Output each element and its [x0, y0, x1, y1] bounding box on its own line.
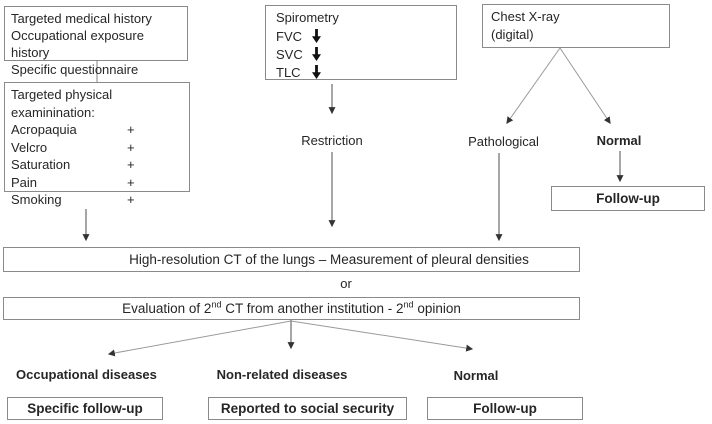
superscript-nd: nd	[403, 299, 414, 310]
exam-item-label: Pain	[11, 174, 38, 190]
non-related-diseases-label: Non-related diseases	[216, 367, 348, 382]
hrct-box: High-resolution CT of the lungs – Measur…	[3, 247, 580, 272]
second-opinion-box: Evaluation of 2nd CT from another instit…	[3, 297, 580, 320]
plus-sign: +	[127, 139, 135, 155]
history-line: Occupational exposure history	[11, 28, 144, 60]
specific-followup-text: Specific follow-up	[27, 401, 143, 416]
spirometry-box: Spirometry FVC SVC TLC	[265, 5, 457, 80]
followup-final-box: Follow-up	[427, 397, 583, 420]
normal-final-label: Normal	[453, 368, 499, 383]
medical-history-box: Targeted medical history Occupational ex…	[4, 6, 188, 77]
history-line: Targeted medical history	[11, 11, 152, 26]
second-opinion-part: opinion	[413, 301, 461, 316]
pathological-label: Pathological	[468, 134, 539, 149]
second-opinion-text: Evaluation of 2nd CT from another instit…	[122, 300, 461, 317]
normal-xray-label: Normal	[596, 133, 642, 148]
hrct-text: High-resolution CT of the lungs – Measur…	[129, 252, 529, 267]
exam-item-saturation: Saturation +	[11, 156, 183, 174]
exam-item-label: Saturation	[11, 157, 71, 172]
chest-xray-line: Chest X-ray	[491, 9, 560, 24]
arrow-ct-to-occupational	[107, 320, 292, 357]
spirometry-item-label: FVC	[276, 28, 302, 44]
restriction-label: Restriction	[301, 133, 363, 148]
exam-item-label: Smoking	[11, 192, 62, 207]
exam-item-label: Acropaquia	[11, 122, 77, 137]
spirometry-title: Spirometry	[276, 10, 339, 25]
spirometry-item-label: SVC	[276, 46, 303, 62]
reported-text: Reported to social security	[220, 401, 395, 416]
superscript-nd: nd	[211, 299, 222, 310]
spirometry-item-label: TLC	[276, 64, 301, 80]
plus-sign: +	[127, 174, 135, 190]
followup-final-text: Follow-up	[473, 401, 537, 416]
followup-xray-text: Follow-up	[596, 191, 660, 206]
chest-xray-line: (digital)	[491, 27, 534, 42]
arrow-ct-to-normal	[290, 320, 474, 352]
history-line: Specific questionnaire	[11, 62, 139, 77]
down-arrow-icon	[312, 29, 321, 43]
plus-sign: +	[127, 192, 135, 207]
exam-item-pain: Pain +	[11, 174, 183, 192]
down-arrow-icon	[312, 47, 321, 61]
arrow-xray-to-pathological	[506, 47, 561, 124]
occupational-diseases-label: Occupational diseases	[16, 367, 157, 382]
chest-xray-box: Chest X-ray (digital)	[482, 4, 670, 48]
specific-followup-box: Specific follow-up	[7, 397, 163, 420]
second-opinion-part: CT from another institution - 2	[221, 301, 404, 316]
plus-sign: +	[127, 122, 135, 137]
reported-box: Reported to social security	[208, 397, 407, 420]
spirometry-item-svc: SVC	[276, 45, 446, 63]
down-arrow-icon	[312, 65, 321, 79]
spirometry-item-tlc: TLC	[276, 63, 446, 81]
arrow-xray-to-normal	[559, 47, 611, 124]
followup-xray-box: Follow-up	[551, 186, 705, 211]
plus-sign: +	[127, 157, 135, 172]
exam-item-acropaquia: Acropaquia +	[11, 121, 183, 139]
physical-exam-box: Targeted physical examinination: Acropaq…	[4, 82, 190, 207]
second-opinion-part: Evaluation of 2	[122, 301, 212, 316]
exam-item-velcro: Velcro +	[11, 139, 183, 157]
spirometry-item-fvc: FVC	[276, 27, 446, 45]
physical-exam-title: Targeted physical examinination:	[11, 87, 113, 120]
exam-item-label: Velcro	[11, 139, 48, 155]
exam-item-smoking: Smoking +	[11, 191, 183, 209]
or-label: or	[340, 276, 352, 291]
